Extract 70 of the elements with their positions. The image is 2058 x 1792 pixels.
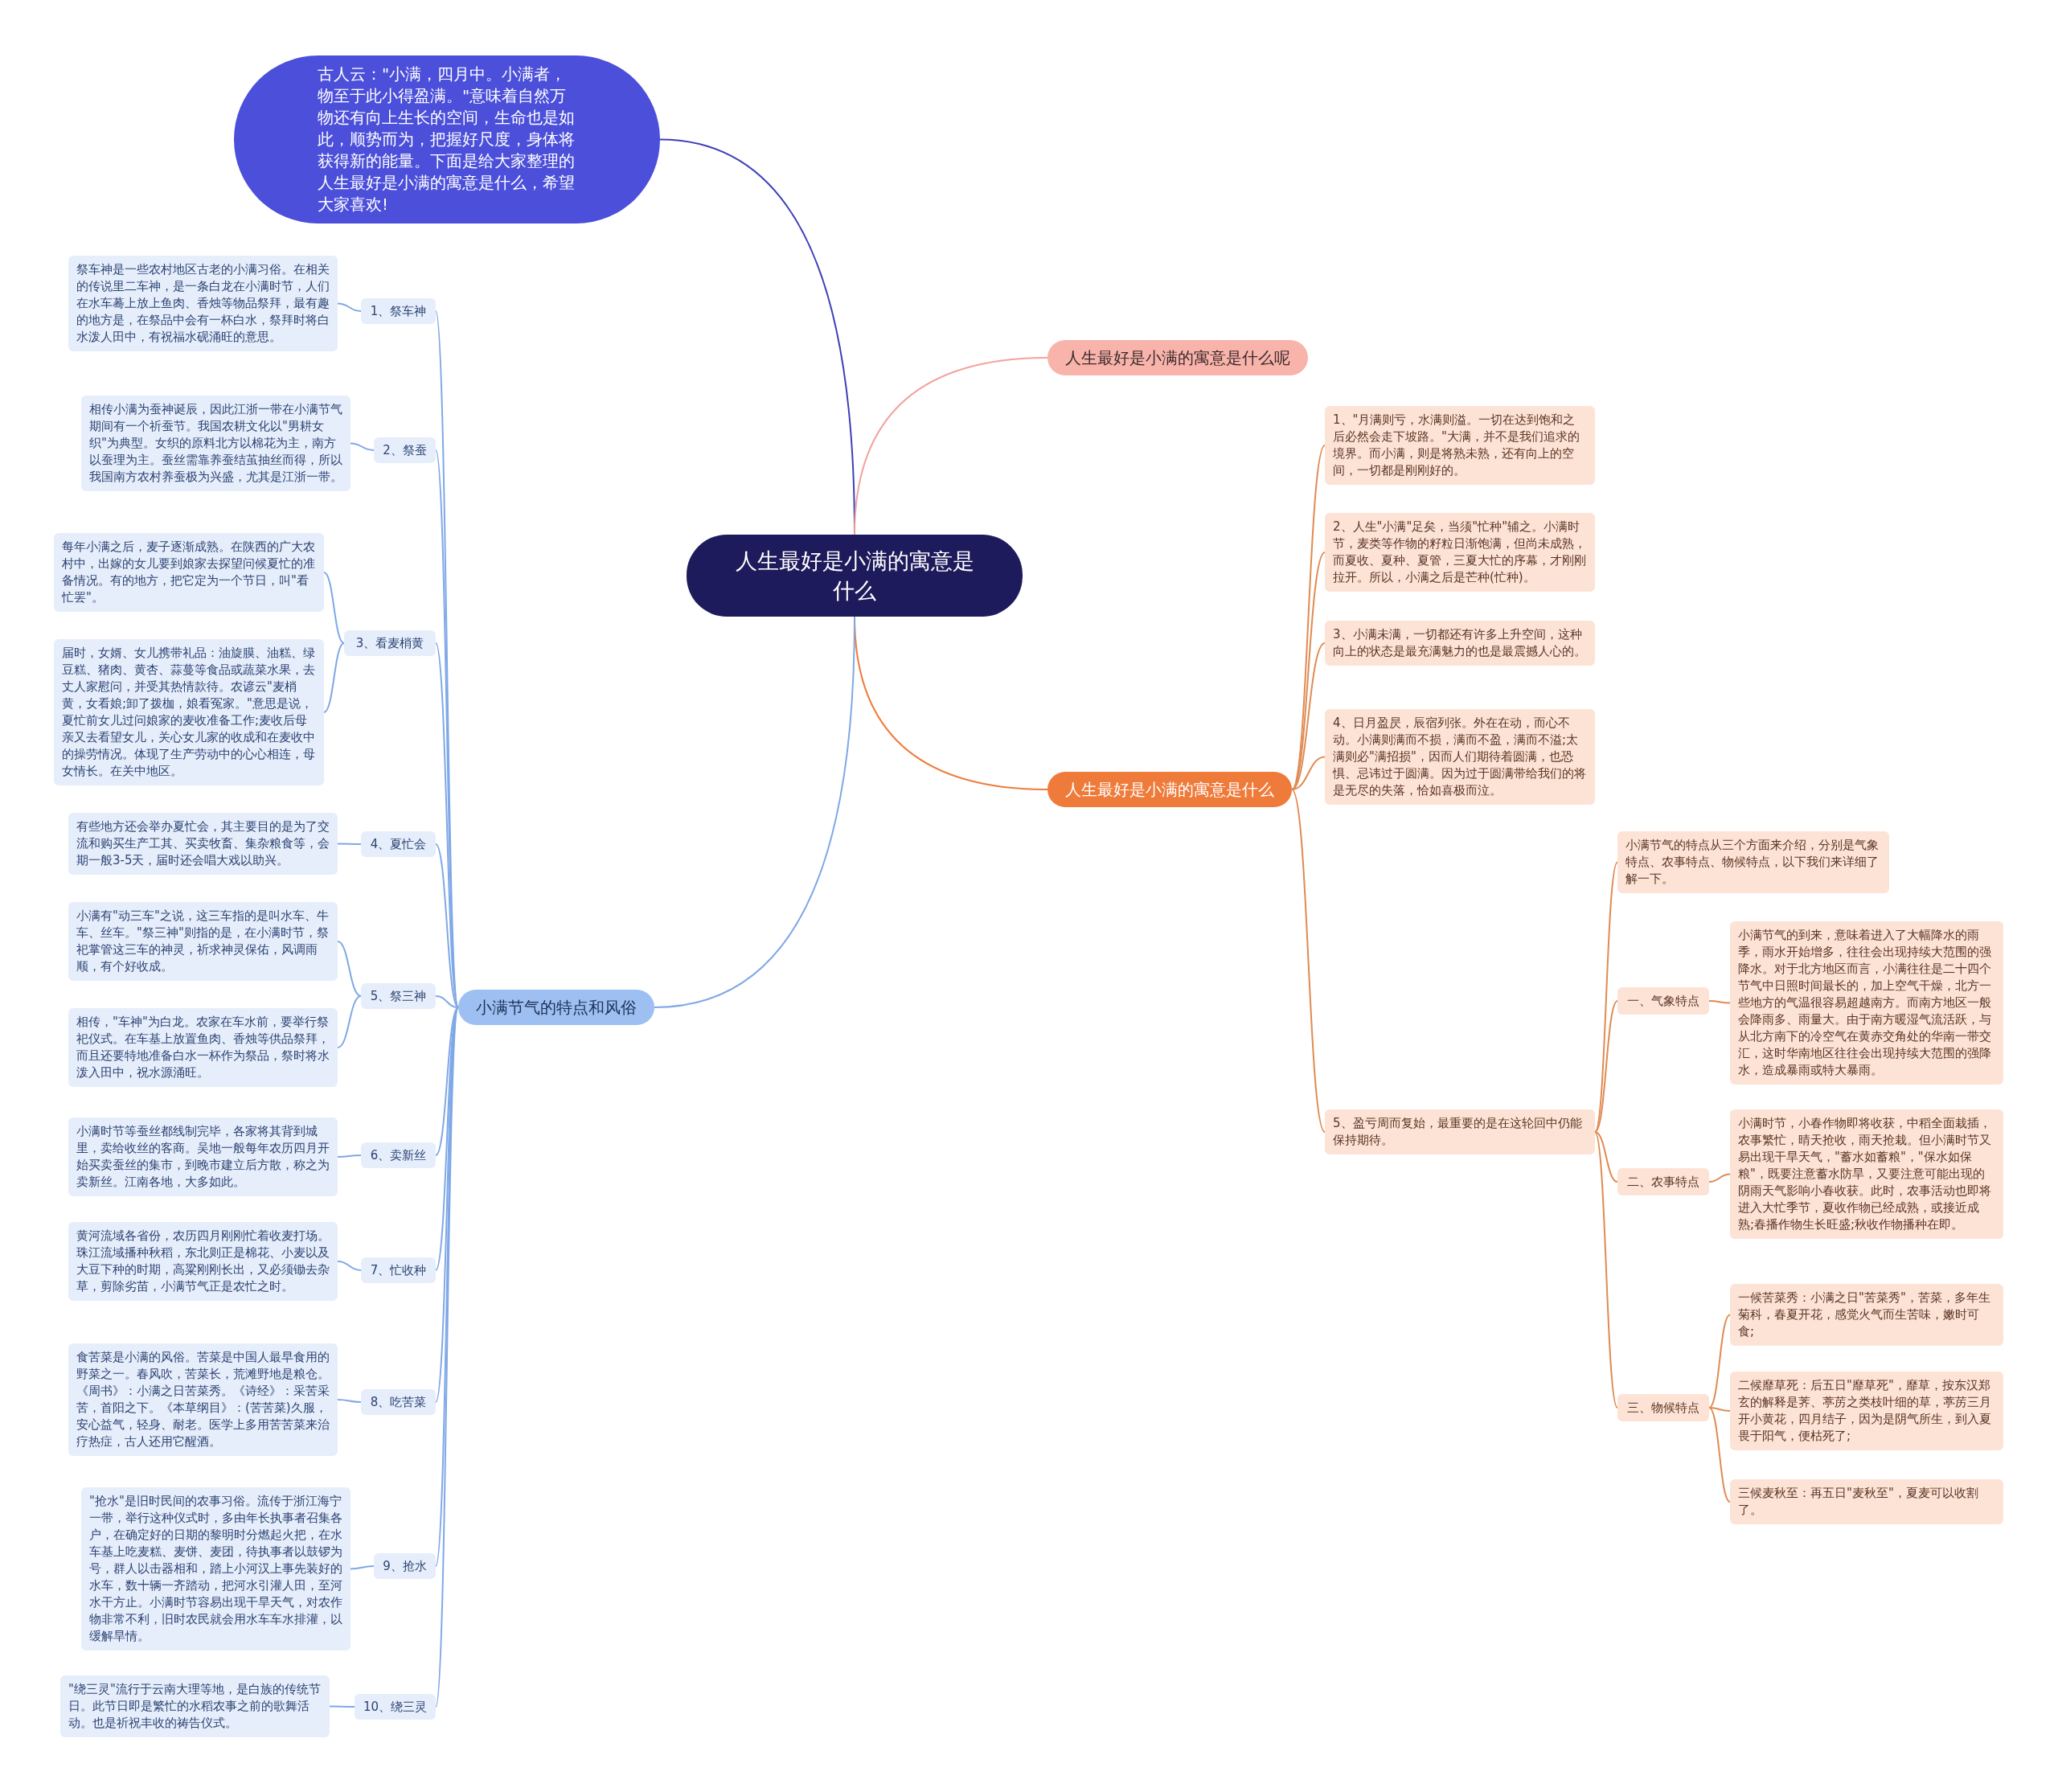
connector-line — [337, 1261, 362, 1271]
connector-line — [654, 616, 855, 1008]
connector-line — [350, 1565, 375, 1570]
connector-line — [1594, 1131, 1618, 1183]
connector-line — [1291, 789, 1326, 1133]
text-card: 祭车神是一些农村地区古老的小满习俗。在相关的传说里二车神，是一条白龙在小满时节，人们在水车蓦上放上鱼肉、香烛等物品祭拜，最有趣的地方是，在祭品中会有一杯白水，祭拜时将白水泼人田中，有祝福水砚涌旺的意思。 — [68, 256, 338, 351]
text-card: 相传小满为蚕神诞辰，因此江浙一带在小满节气期间有一个祈蚕节。我国农耕文化以"男耕女织"为典型。女织的原料北方以棉花为主，南方以蚕理为主。蚕丝需靠养蚕结茧抽丝而得，所以我国南方农村养蚕极为兴盛，尤其是江浙一带。 — [81, 396, 351, 491]
text-card: 5、盈亏周而复始，最重要的是在这轮回中仍能保持期待。 — [1325, 1109, 1595, 1154]
text-card: 有些地方还会举办夏忙会，其主要目的是为了交流和购买生产工其、买卖牧畜、集杂粮食等，会期一般3-5天，届时还会唱大戏以助兴。 — [68, 813, 338, 875]
text-card: 黄河流域各省份，农历四月刚刚忙着收麦打场。珠江流域播种秋稻，东北则正是棉花、小麦以及大豆下种的时期，高粱刚刚长出，又必须锄去杂草，剪除劣苗，小满节气正是农忙之时。 — [68, 1222, 338, 1301]
connector-line — [1708, 1173, 1731, 1183]
text-card: 二候靡草死：后五日"靡草死"，靡草，按东汉郑玄的解释是荠、葶苈之类枝叶细的草，葶苈三月开小黄花，四月结子，因为是阴气所生，到入夏畏于阳气，便枯死了; — [1730, 1372, 2003, 1450]
connector-line — [323, 572, 345, 644]
subtopic-label: 8、吃苦菜 — [361, 1389, 436, 1415]
subtopic-label: 3、看麦梢黄 — [344, 630, 436, 656]
text-card: 相传，"车神"为白龙。农家在车水前，要举行祭祀仪式。在车基上放置鱼肉、香烛等供品祭拜，而且还要特地准备白水一杯作为祭品，祭时将水泼入田中，祝水源涌旺。 — [68, 1008, 338, 1087]
text-card: 三候麦秋至：再五日"麦秋至"，夏麦可以收割了。 — [1730, 1479, 2003, 1524]
connector-line — [854, 357, 1048, 535]
subtopic-label: 5、祭三神 — [361, 983, 436, 1009]
connector-line — [1594, 1000, 1618, 1133]
connector-line — [1708, 1314, 1731, 1409]
connector-line — [1594, 1131, 1618, 1409]
subtopic-label: 1、祭车神 — [361, 298, 436, 324]
intro-bubble: 古人云："小满，四月中。小满者，物至于此小得盈满。"意味着自然万物还有向上生长的空间，生命也是如此，顺势而为，把握好尺度，身体将获得新的能量。下面是给大家整理的人生最好是小满的寓意是什么，希望大家喜欢! — [234, 55, 660, 223]
connector-line — [1708, 1407, 1731, 1412]
subtopic-label: 10、绕三灵 — [355, 1694, 436, 1720]
connector-line — [329, 1705, 355, 1708]
connector-line — [337, 941, 362, 997]
text-card: 小满节气的到来，意味着进入了大幅降水的雨季，雨水开始增多，往往会出现持续大范围的强降水。对于北方地区而言，小满往往是二十四个节气中日照时间最长的，加上空气干燥，北方一些地方的气温很容易超越南方。而南方地区一般会降雨多、雨量大。由于南方暖湿气流活跃，与从北方南下的冷空气在黄赤交角处的华南一带交汇，这时华南地区往往会出现持续大范围的强降水，造成暴雨或特大暴雨。 — [1730, 921, 2003, 1085]
connector-line — [435, 995, 459, 1008]
connector-line — [1708, 1000, 1731, 1004]
text-card: 届时，女婿、女儿携带礼品：油旋膜、油糕、绿豆糕、猪肉、黄杏、蒜蔓等食品或蔬菜水果，去丈人家慰问，并受其热情款待。农谚云"麦梢黄，女看娘;卸了拨枷，娘看冤家。"意思是说，夏忙前女儿过问娘家的麦收准备工作;麦收后母亲又去看望女儿，关心女儿家的收成和在麦收中的操劳情况。体现了生产劳动中的心心相连，母女情长。在关中地区。 — [54, 639, 324, 785]
central-topic: 人生最好是小满的寓意是什么 — [687, 535, 1023, 617]
connector-line — [323, 642, 345, 713]
subtopic-label: 三、物候特点 — [1617, 1394, 1709, 1421]
subtopic-label: 6、卖新丝 — [361, 1142, 436, 1168]
subtopic-label: 一、气象特点 — [1617, 987, 1709, 1015]
text-card: 小满时节等蚕丝都线制完毕，各家将其背到城里，卖给收丝的客商。吴地一般每年农历四月开始买卖蚕丝的集市，到晚市建立后方散，称之为卖新丝。江南各地，大多如此。 — [68, 1117, 338, 1196]
connector-line — [337, 843, 362, 845]
subtopic-label: 二、农事特点 — [1617, 1168, 1709, 1195]
subtopic-label: 4、夏忙会 — [361, 831, 436, 857]
text-card: 4、日月盈昃，辰宿列张。外在在动，而心不动。小满则满而不损，满而不盈，满而不溢;太满则必"满招损"，因而人们期待着圆满，也恐惧、忌讳过于圆满。因为过于圆满带给我们的将是无尽的失落，恰如喜极而泣。 — [1325, 709, 1595, 805]
text-card: "绕三灵"流行于云南大理等地，是白族的传统节日。此节日即是繁忙的水稻农事之前的歌舞活动。也是祈祝丰收的祷告仪式。 — [60, 1675, 330, 1737]
connector-line — [337, 995, 362, 1048]
connector-line — [337, 302, 362, 312]
connector-line — [435, 843, 459, 1008]
subtopic-label: 7、忙收种 — [361, 1257, 436, 1283]
text-card: "抢水"是旧时民间的农事习俗。流传于浙江海宁一带，举行这种仪式时，多由年长执事者召集各户，在确定好的日期的黎明时分燃起火把，在水车基上吃麦糕、麦饼、麦团，待执事者以鼓锣为号，群人以击器相和，踏上小河汉上事先装好的水车，数十辆一齐踏动，把河水引灌人田，至河水干方止。小满时节容易出现干旱天气，对农作物非常不利，旧时农民就会用水车车水排灌，以缓解旱情。 — [81, 1487, 351, 1651]
connector-line — [337, 1399, 362, 1403]
subtopic-label: 2、祭蚕 — [374, 437, 436, 463]
text-card: 小满有"动三车"之说，这三车指的是叫水车、牛车、丝车。"祭三神"则指的是，在小满时节，祭祀掌管这三车的神灵，祈求神灵保佑，风调雨顺，有个好收成。 — [68, 902, 338, 981]
subtopic-label: 9、抢水 — [374, 1553, 436, 1579]
branch-topic: 小满节气的特点和风俗 — [458, 990, 654, 1025]
text-card: 每年小满之后，麦子逐渐成熟。在陕西的广大农村中，出嫁的女儿要到娘家去探望问候夏忙的准备情况。有的地方，把它定为一个节日，叫"看忙罢"。 — [54, 533, 324, 612]
connector-line — [1708, 1407, 1731, 1503]
text-card: 食苦菜是小满的风俗。苦菜是中国人最早食用的野菜之一。春风吹，苦菜长，荒滩野地是粮仓。《周书》：小满之日苦菜秀。《诗经》：采苦采苦，首阳之下。《本草纲目》：(苦苦菜)久服，安心益气，轻身、耐老。医学上多用苦苦菜来治疗热症，古人还用它醒酒。 — [68, 1343, 338, 1456]
branch-topic: 人生最好是小满的寓意是什么呢 — [1047, 340, 1308, 375]
connector-line — [350, 442, 375, 451]
text-card: 3、小满未满，一切都还有许多上升空间，这种向上的状态是最充满魅力的也是最震撼人心的。 — [1325, 621, 1595, 666]
connector-line — [1291, 552, 1326, 790]
connector-line — [337, 1154, 362, 1158]
text-card: 小满节气的特点从三个方面来介绍，分别是气象特点、农事特点、物候特点，以下我们来详细了解一下。 — [1617, 831, 1889, 893]
text-card: 一候苦菜秀：小满之日"苦菜秀"，苦菜，多年生菊科，春夏开花，感觉火气而生苦味，嫩时可食; — [1730, 1284, 2003, 1346]
connector-line — [435, 1007, 459, 1156]
connector-line — [1594, 861, 1618, 1133]
branch-topic: 人生最好是小满的寓意是什么 — [1047, 772, 1292, 807]
text-card: 1、"月满则亏，水满则溢。一切在达到饱和之后必然会走下坡路。"大满，并不是我们追求的境界。而小满，则是将熟未熟，还有向上的空间，一切都是刚刚好的。 — [1325, 406, 1595, 485]
connector-line — [1291, 756, 1326, 790]
text-card: 小满时节，小春作物即将收获，中稻全面栽插，农事繁忙，晴天抢收，雨天抢栽。但小满时节又易出现干旱天气，"蓄水如蓄粮"，"保水如保粮"，既要注意蓄水防旱，又要注意可能出现的阴雨天气影响小春收获。此时，农事活动也即将进入大忙季节，夏收作物已经成熟，或接近成熟;春播作物生长旺盛;秋收作物播种在即。 — [1730, 1109, 2003, 1239]
text-card: 2、人生"小满"足矣，当须"忙种"辅之。小满时节，麦类等作物的籽粒日渐饱满，但尚未成熟，而夏收、夏种、夏管，三夏大忙的序幕，才刚刚拉开。所以，小满之后是芒种(忙种)。 — [1325, 513, 1595, 592]
